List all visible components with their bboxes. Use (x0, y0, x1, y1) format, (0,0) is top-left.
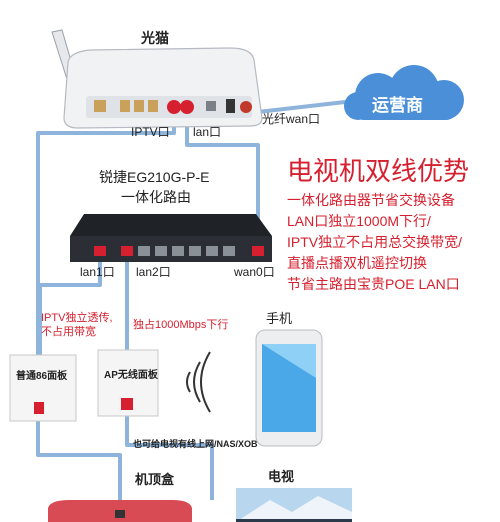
router-port-lan2 (121, 246, 133, 256)
iptv-passthrough-note-line2: 不占用带宽 (41, 326, 96, 338)
modem-port-4 (148, 100, 158, 112)
headline-point-1: 一体化路由器节省交换设备 (287, 192, 455, 208)
modem-title: 光猫 (141, 30, 169, 46)
stb-label: 机顶盒 (135, 472, 175, 487)
router-lan2-label: lan2口 (136, 265, 171, 279)
headline-point-4: 直播点播双机遥控切换 (287, 255, 427, 271)
panel86-label: 普通86面板 (16, 371, 68, 382)
headline-title: 电视机双线优势 (287, 156, 470, 186)
modem-port-2 (120, 100, 130, 112)
modem-port-usb (206, 101, 216, 111)
router-lan1-label: lan1口 (80, 265, 115, 279)
router-port-lan1 (94, 246, 106, 256)
modem-port-iptv (167, 100, 181, 114)
modem-iptv-port-label: IPTV口 (131, 125, 170, 139)
cable-ap-panel-to-tv (125, 412, 214, 500)
iptv-passthrough-note-line1: IPTV独立透传, (41, 312, 113, 324)
tv-device (236, 488, 352, 522)
cable-modem-to-isp (257, 100, 346, 114)
cable-router-lan1-to-panel86 (38, 262, 102, 380)
router-device (70, 214, 272, 262)
headline-point-5: 节省主路由宝贵POE LAN口 (287, 276, 460, 292)
router-port-wan0 (252, 246, 264, 256)
headline-point-2: LAN口独立1000M下行/ (287, 213, 431, 229)
phone-label: 手机 (266, 311, 293, 326)
ap-panel-label: AP无线面板 (104, 370, 158, 381)
isp-label: 运营商 (372, 96, 423, 115)
cable-modem-lan-to-router-wan (185, 110, 260, 255)
modem-port-1 (94, 100, 106, 112)
tv-network-note: 也可给电视有线上网/NAS/XOB (133, 439, 258, 449)
cables (36, 100, 346, 512)
wifi-signal-icon (186, 351, 211, 413)
router-wan0-label: wan0口 (234, 265, 275, 279)
exclusive-bandwidth-note: 独占1000Mbps下行 (133, 319, 229, 331)
modem-port-lan (180, 100, 194, 114)
modem-lan-port-label: lan口 (193, 125, 222, 139)
router-top-face (70, 214, 272, 236)
modem-device (51, 29, 263, 129)
modem-port-3 (134, 100, 144, 112)
panel86-device (9, 354, 77, 422)
stb-device (48, 500, 192, 522)
tv-label: 电视 (268, 469, 295, 484)
router-title-line2: 一体化路由 (121, 189, 191, 205)
router-title-line1: 锐捷EG210G-P-E (99, 169, 210, 185)
modem-power-button (240, 101, 252, 113)
ap-panel-device (97, 349, 159, 417)
phone-device (255, 329, 323, 447)
isp-cloud (344, 65, 464, 120)
modem-power-switch (226, 99, 235, 113)
isp-link-label: 光纤wan口 (262, 112, 321, 126)
headline-point-3: IPTV独立不占用总交换带宽/ (287, 234, 463, 250)
